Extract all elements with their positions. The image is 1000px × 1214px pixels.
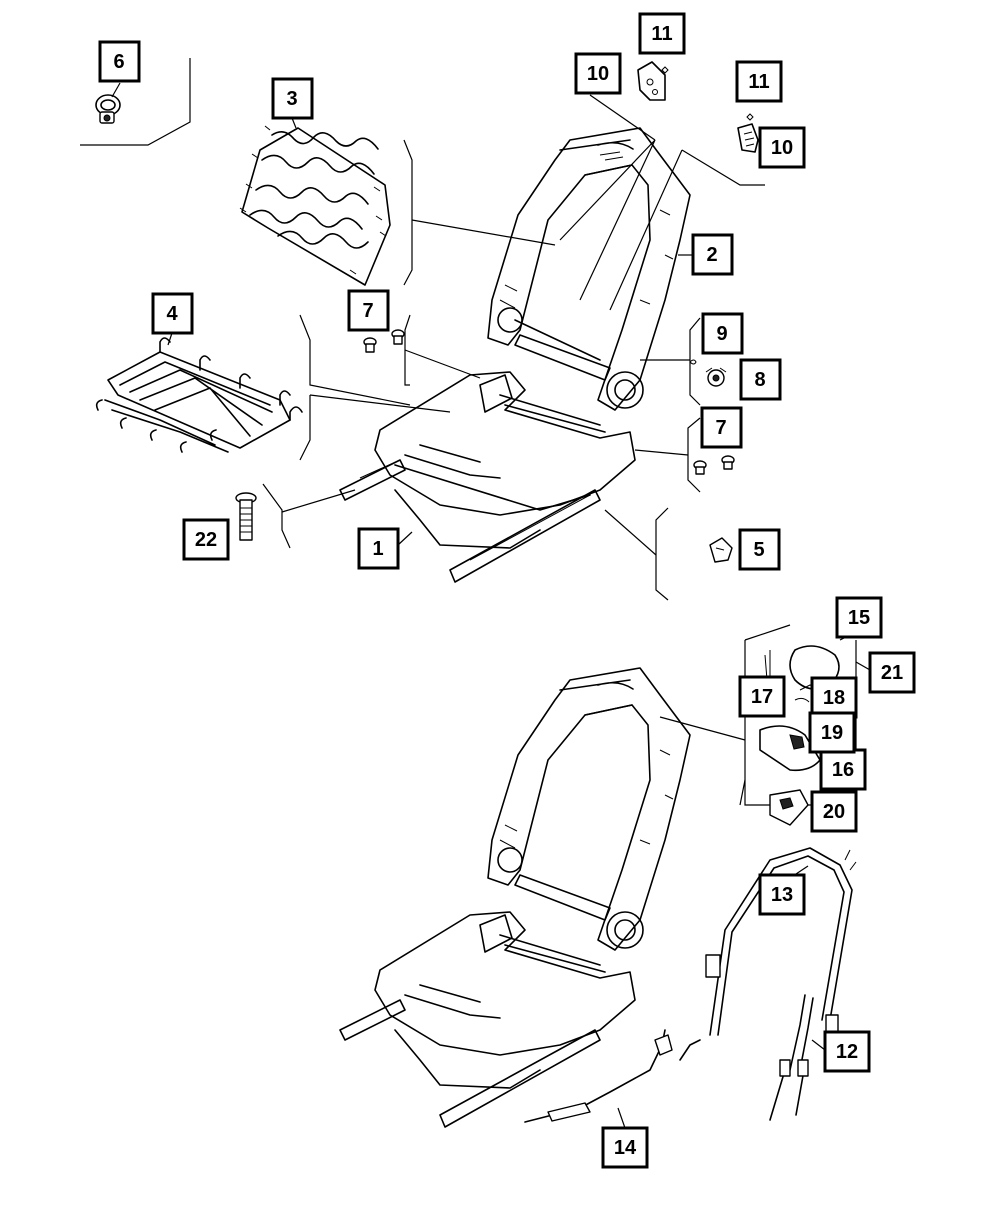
part-7-fasteners-right xyxy=(693,455,735,475)
svg-text:1: 1 xyxy=(372,538,383,560)
callout-3: 3 xyxy=(271,77,314,120)
leader-lines xyxy=(80,58,871,1129)
svg-text:15: 15 xyxy=(848,607,870,629)
callout-8: 8 xyxy=(739,358,782,401)
svg-text:21: 21 xyxy=(881,662,903,684)
svg-text:7: 7 xyxy=(362,300,373,322)
part-2-seat-back-frame-upper xyxy=(487,127,691,411)
svg-text:3: 3 xyxy=(286,88,297,110)
callout-1: 1 xyxy=(357,527,400,570)
callout-18: 18 xyxy=(810,676,858,719)
svg-text:19: 19 xyxy=(821,722,843,744)
part-12-cable xyxy=(769,994,814,1121)
svg-text:13: 13 xyxy=(771,884,793,906)
part-22-bolt xyxy=(235,492,257,541)
svg-text:12: 12 xyxy=(836,1041,858,1063)
svg-text:16: 16 xyxy=(832,759,854,781)
part-14-cable xyxy=(524,1029,701,1123)
callout-12: 12 xyxy=(823,1030,871,1073)
svg-text:20: 20 xyxy=(823,801,845,823)
part-6-hook-ring xyxy=(95,94,121,124)
callout-21: 21 xyxy=(868,651,916,694)
part-3-spring-mat xyxy=(239,125,391,286)
callout-5: 5 xyxy=(738,528,781,571)
svg-text:4: 4 xyxy=(166,303,178,325)
part-8-9-knob xyxy=(689,359,727,387)
callout-6: 6 xyxy=(98,40,141,83)
part-5-clip xyxy=(709,537,733,563)
callout-2: 2 xyxy=(691,233,734,276)
svg-text:18: 18 xyxy=(823,687,845,709)
part-1-seat-cushion-frame-lower xyxy=(339,911,636,1128)
svg-text:5: 5 xyxy=(753,539,764,561)
svg-text:14: 14 xyxy=(614,1137,637,1159)
svg-text:9: 9 xyxy=(716,323,727,345)
callout-20: 20 xyxy=(810,790,858,833)
svg-text:8: 8 xyxy=(754,369,765,391)
svg-text:2: 2 xyxy=(706,244,717,266)
callout-11-right: 11 xyxy=(735,60,783,103)
callout-22: 22 xyxy=(182,518,230,561)
callout-11-top: 11 xyxy=(638,12,686,55)
svg-text:7: 7 xyxy=(715,417,726,439)
part-10-11-bracket-top xyxy=(637,61,669,101)
svg-text:10: 10 xyxy=(587,63,609,85)
part-2-seat-back-frame-lower xyxy=(487,667,691,951)
callout-15: 15 xyxy=(835,596,883,639)
callout-16: 16 xyxy=(819,748,867,791)
callout-14: 14 xyxy=(601,1126,649,1169)
svg-text:10: 10 xyxy=(771,137,793,159)
part-7-fasteners-top xyxy=(363,329,405,353)
svg-text:17: 17 xyxy=(751,686,773,708)
callout-4: 4 xyxy=(151,292,194,335)
svg-text:22: 22 xyxy=(195,529,217,551)
part-4-spring-grid xyxy=(95,337,303,453)
callout-9: 9 xyxy=(701,312,744,355)
callout-10-right: 10 xyxy=(758,126,806,169)
svg-text:6: 6 xyxy=(113,51,124,73)
part-1-seat-cushion-frame-upper xyxy=(339,371,636,583)
svg-text:11: 11 xyxy=(651,23,672,45)
callout-10-top: 10 xyxy=(574,52,622,95)
callout-17: 17 xyxy=(738,675,786,718)
callout-13: 13 xyxy=(758,873,806,916)
callout-7-right: 7 xyxy=(700,406,743,449)
svg-text:11: 11 xyxy=(748,71,769,93)
callout-19: 19 xyxy=(808,711,856,754)
part-10-11-bracket-right xyxy=(737,113,759,153)
callout-7-top: 7 xyxy=(347,289,390,332)
